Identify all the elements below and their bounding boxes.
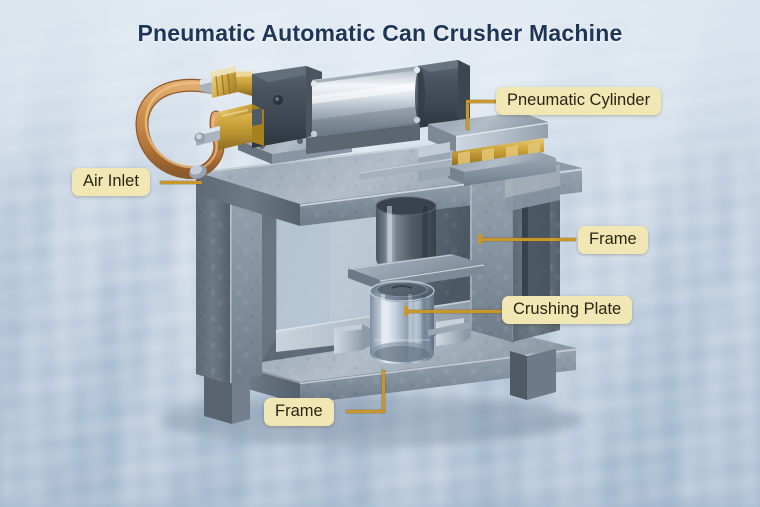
leader-line-frame-bottom-vertical (382, 370, 385, 412)
leader-line-crushing-plate (406, 310, 502, 313)
guide-blocks (334, 318, 471, 354)
frame-feet (204, 349, 556, 424)
callout-frame-bottom[interactable]: Frame (264, 398, 334, 426)
brass-valve-block (194, 104, 264, 150)
ram-piston (375, 196, 437, 272)
frame-leg-left (196, 172, 262, 384)
callout-pneumatic-cylinder[interactable]: Pneumatic Cylinder (496, 87, 662, 115)
leader-tick-crushing-plate (404, 306, 408, 316)
callout-air-inlet[interactable]: Air Inlet (72, 168, 150, 196)
air-hose-assembly (135, 66, 264, 179)
leader-line-frame-top (480, 238, 576, 241)
aluminum-can (369, 280, 435, 364)
brass-mount-assembly (359, 112, 556, 186)
callout-frame-top-label: Frame (589, 230, 637, 248)
leader-line-air-inlet (160, 181, 202, 184)
brass-elbow-fitting (200, 66, 252, 98)
callout-crushing-plate[interactable]: Crushing Plate (502, 296, 633, 324)
frame-inner-wall-left (262, 188, 276, 362)
callout-frame-bottom-label: Frame (275, 402, 323, 420)
callout-frame-top[interactable]: Frame (578, 226, 648, 254)
leader-tick-frame-top (478, 234, 482, 244)
cylinder-port (252, 108, 262, 126)
callout-crushing-plate-label: Crushing Plate (513, 300, 622, 318)
leader-line-frame-bottom-horizontal (346, 410, 385, 413)
page-title: Pneumatic Automatic Can Crusher Machine (137, 20, 623, 46)
hose-ferrule (189, 165, 207, 179)
callout-air-inlet-label: Air Inlet (83, 172, 139, 190)
leader-line-pneumatic-cylinder-horizontal (466, 100, 498, 103)
leader-line-pneumatic-cylinder-vertical (466, 100, 469, 130)
pneumatic-cylinder (252, 60, 470, 154)
callout-pneumatic-cylinder-label: Pneumatic Cylinder (507, 91, 651, 109)
